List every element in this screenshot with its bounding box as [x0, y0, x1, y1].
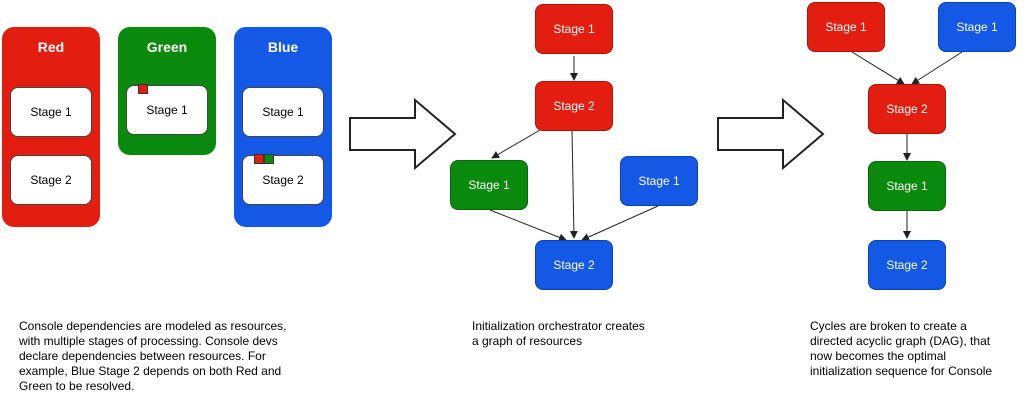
- p3-blue-stage-1: Stage 1: [938, 2, 1016, 52]
- red-dependency-marker-blue: [254, 154, 264, 164]
- green-dependency-marker-blue: [264, 154, 274, 164]
- green-title: Green: [146, 39, 188, 55]
- p3-red-stage-2: Stage 2: [868, 84, 946, 134]
- panel2-caption: Initialization orchestrator creates a gr…: [472, 319, 645, 348]
- red-title: Red: [37, 39, 65, 55]
- p3-blue-stage-2: Stage 2: [868, 240, 946, 290]
- red-resource-column: Red Stage 1 Stage 2: [2, 27, 100, 227]
- red-stage-1: Stage 1: [10, 87, 92, 137]
- red-dependency-marker: [138, 84, 148, 94]
- edge-r2-b2: [569, 129, 578, 239]
- panel1-caption: Console dependencies are modeled as reso…: [19, 319, 287, 393]
- blue-title: Blue: [267, 39, 299, 55]
- blue-resource-column: Blue Stage 1 Stage 2: [234, 27, 332, 227]
- edge-r2-g1: [491, 129, 541, 159]
- p3-green-stage-1: Stage 1: [868, 161, 946, 211]
- red-stage-2: Stage 2: [10, 155, 92, 205]
- edge-g1-b2: [489, 209, 567, 242]
- blue-stage-1: Stage 1: [242, 87, 324, 137]
- edge-p3-r1-r2: [851, 51, 905, 85]
- p2-green-stage-1: Stage 1: [450, 160, 528, 210]
- p2-red-stage-1: Stage 1: [535, 4, 613, 54]
- flow-arrow-1: [349, 97, 457, 171]
- edge-b1-b2: [581, 205, 659, 241]
- panel3-caption: Cycles are broken to create a directed a…: [810, 319, 993, 378]
- p2-red-stage-2: Stage 2: [535, 81, 613, 131]
- p2-blue-stage-2: Stage 2: [535, 240, 613, 290]
- flow-arrow-2: [717, 97, 825, 171]
- edge-p3-b1-r2: [911, 51, 963, 85]
- p2-blue-stage-1: Stage 1: [620, 156, 698, 206]
- p3-red-stage-1: Stage 1: [807, 2, 885, 52]
